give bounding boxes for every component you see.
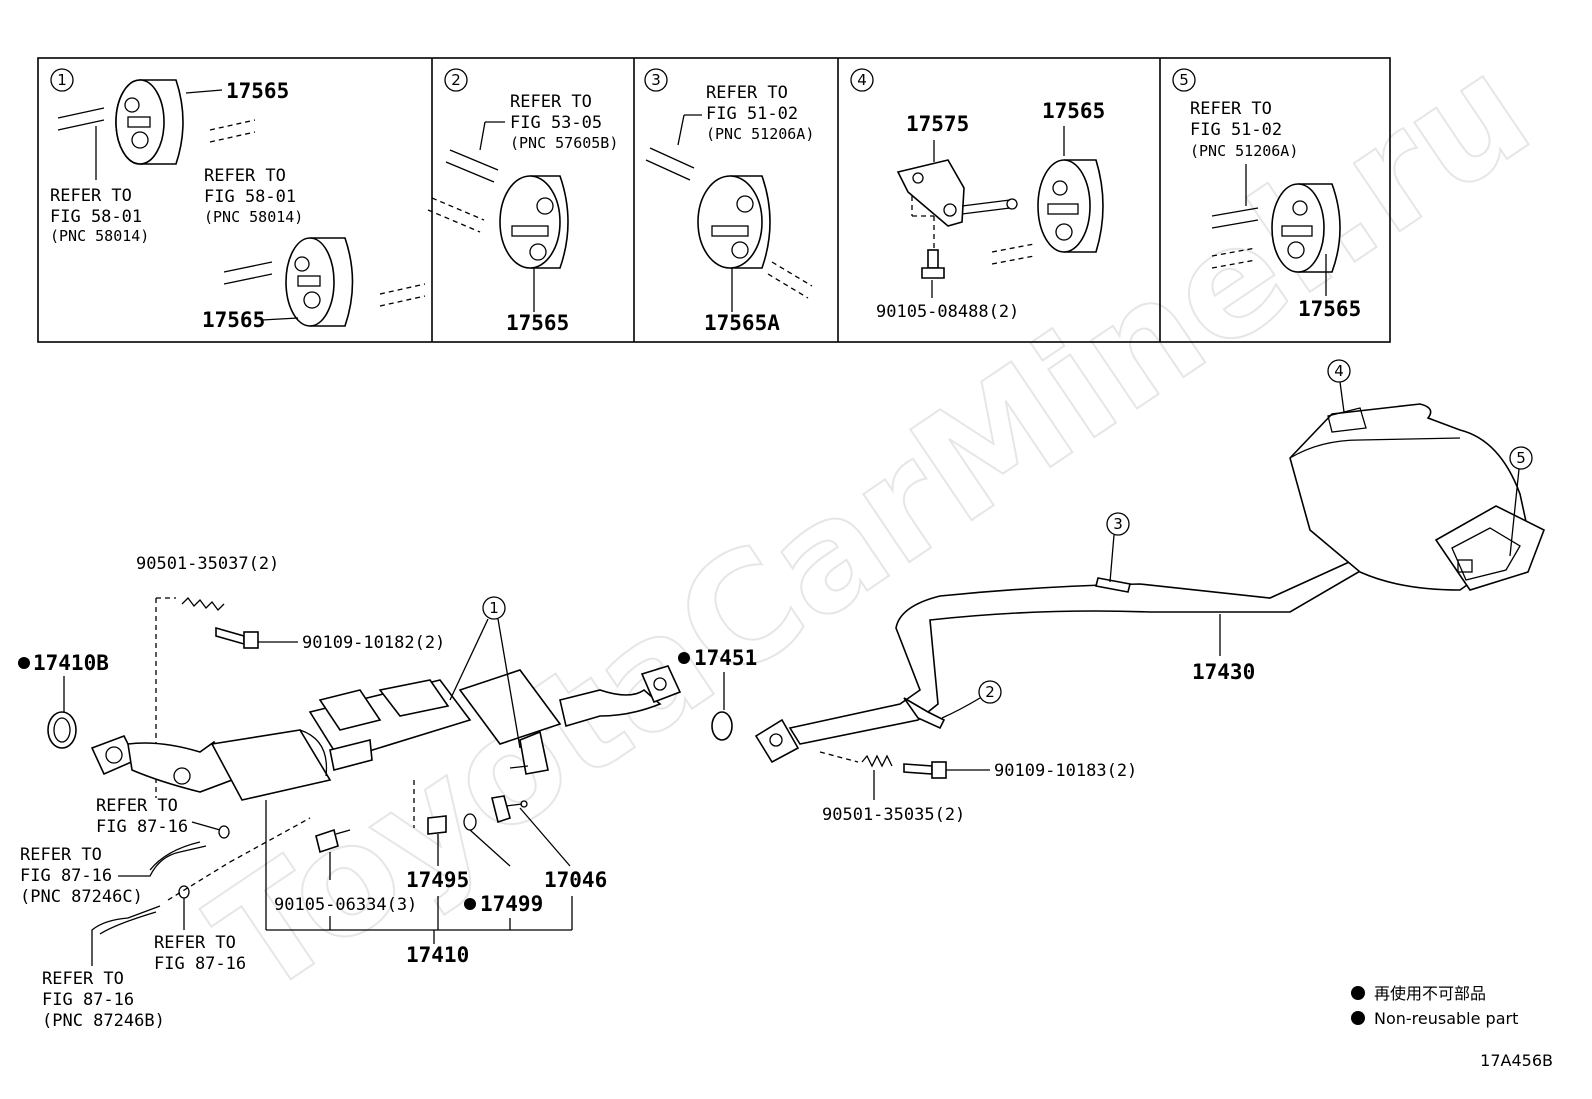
rear-exhaust-assembly: 2 3 4 5 17430 90109-10183(2) 90501-35035… bbox=[754, 359, 1546, 825]
flange-icon bbox=[640, 665, 682, 704]
label-part: 17565 bbox=[1298, 297, 1361, 321]
label-refer-fig: FIG 58-01 bbox=[50, 207, 142, 227]
spring-icon bbox=[861, 754, 893, 768]
label-refer-pnc: (PNC 57605B) bbox=[510, 134, 618, 152]
label-refer-fig: FIG 53-05 bbox=[510, 113, 602, 133]
label-refer: REFER TO bbox=[706, 83, 788, 103]
label-part: 17565 bbox=[506, 311, 569, 335]
label-part: 90501-35037(2) bbox=[136, 554, 279, 574]
label-refer-pnc: (PNC 58014) bbox=[50, 227, 149, 245]
label-part: 90109-10183(2) bbox=[994, 761, 1137, 781]
catalytic-converter-icon bbox=[458, 669, 562, 745]
bracket-icon bbox=[896, 159, 1018, 227]
gasket-icon bbox=[47, 711, 77, 749]
gasket-icon bbox=[711, 711, 733, 741]
bolt-icon bbox=[903, 761, 947, 779]
label-refer-pnc: (PNC 87246C) bbox=[20, 887, 143, 907]
legend-en: Non-reusable part bbox=[1374, 1009, 1518, 1028]
sensor-icon bbox=[491, 795, 528, 824]
panel-number: 2 bbox=[451, 71, 461, 89]
label-part: 17565 bbox=[1042, 99, 1105, 123]
label-part: 17495 bbox=[406, 868, 469, 892]
label-refer-fig: FIG 51-02 bbox=[1190, 120, 1282, 140]
label-part: 17565 bbox=[202, 308, 265, 332]
panel-number: 4 bbox=[857, 71, 867, 89]
flange-icon bbox=[754, 718, 800, 764]
figure-code: 17A456B bbox=[1480, 1051, 1553, 1070]
label-refer: REFER TO bbox=[154, 933, 236, 953]
panel-frame bbox=[37, 57, 1391, 343]
rubber-hanger-icon bbox=[1037, 159, 1104, 253]
label-refer: REFER TO bbox=[42, 969, 124, 989]
label-refer-pnc: (PNC 51206A) bbox=[706, 125, 814, 143]
bolt-icon bbox=[215, 626, 259, 649]
label-part: 17499 bbox=[480, 892, 543, 916]
rubber-hanger-icon bbox=[499, 175, 569, 269]
non-reusable-dot bbox=[1351, 1011, 1365, 1025]
callout-number: 5 bbox=[1516, 449, 1526, 467]
non-reusable-dot bbox=[18, 657, 30, 669]
non-reusable-dot bbox=[464, 898, 476, 910]
label-refer: REFER TO bbox=[50, 186, 132, 206]
label-part: 17410 bbox=[406, 943, 469, 967]
callout-number: 1 bbox=[489, 599, 499, 617]
rubber-hanger-icon bbox=[115, 79, 184, 165]
label-refer-fig: FIG 87-16 bbox=[154, 954, 246, 974]
panel-number: 1 bbox=[57, 71, 67, 89]
panel-4: 4 17575 17565 90105-08488(2) bbox=[850, 68, 1105, 322]
label-part: 90105-08488(2) bbox=[876, 302, 1019, 322]
panel-number: 5 bbox=[1179, 71, 1189, 89]
label-part: 90501-35035(2) bbox=[822, 805, 965, 825]
label-part: 17451 bbox=[694, 646, 757, 670]
non-reusable-dot bbox=[1351, 986, 1365, 1000]
catalytic-converter-icon bbox=[210, 729, 332, 801]
label-refer-pnc: (PNC 87246B) bbox=[42, 1011, 165, 1031]
non-reusable-dot bbox=[678, 652, 690, 664]
label-part: 17410B bbox=[33, 651, 109, 675]
rubber-hanger-icon bbox=[697, 175, 771, 269]
label-part: 17430 bbox=[1192, 660, 1255, 684]
panel-number: 3 bbox=[651, 71, 661, 89]
label-refer-fig: FIG 51-02 bbox=[706, 104, 798, 124]
label-part: 17046 bbox=[544, 868, 607, 892]
legend-jp: 再使用不可部品 bbox=[1374, 984, 1486, 1003]
bolt-icon bbox=[315, 828, 351, 854]
label-refer-pnc: (PNC 51206A) bbox=[1190, 142, 1298, 160]
label-part: 17565A bbox=[704, 311, 780, 335]
label-refer: REFER TO bbox=[96, 796, 178, 816]
spring-icon bbox=[181, 597, 225, 611]
label-part: 90105-06334(3) bbox=[274, 895, 417, 915]
callout-number: 3 bbox=[1113, 515, 1123, 533]
callout-number: 2 bbox=[985, 683, 995, 701]
label-part: 17565 bbox=[226, 79, 289, 103]
sensor-icon bbox=[427, 815, 447, 835]
label-refer-fig: FIG 87-16 bbox=[42, 990, 134, 1010]
label-refer-fig: FIG 87-16 bbox=[20, 866, 112, 886]
label-refer-fig: FIG 87-16 bbox=[96, 817, 188, 837]
label-part: 90109-10182(2) bbox=[302, 633, 445, 653]
bolt-icon bbox=[921, 249, 945, 279]
label-refer: REFER TO bbox=[510, 92, 592, 112]
callout-number: 4 bbox=[1334, 362, 1344, 380]
label-refer: REFER TO bbox=[20, 845, 102, 865]
panel-5: 5 REFER TO FIG 51-02 (PNC 51206A) 17565 bbox=[1172, 68, 1361, 321]
label-part: 17575 bbox=[906, 112, 969, 136]
label-refer-pnc: (PNC 58014) bbox=[204, 208, 303, 226]
panel-1: 1 17565 REFER TO FIG 58-01 (PNC 58014) R… bbox=[50, 68, 426, 332]
rubber-hanger-icon bbox=[1271, 183, 1341, 273]
label-refer-fig: FIG 58-01 bbox=[204, 187, 296, 207]
rubber-hanger-icon bbox=[285, 237, 354, 327]
legend: 再使用不可部品 Non-reusable part bbox=[1351, 984, 1518, 1028]
panel-2: 2 REFER TO FIG 53-05 (PNC 57605B) 17565 bbox=[427, 68, 618, 335]
label-refer: REFER TO bbox=[204, 166, 286, 186]
label-refer: REFER TO bbox=[1190, 99, 1272, 119]
front-exhaust-assembly: 90501-35037(2) 90109-10182(2) 17410B 1 bbox=[18, 554, 757, 1031]
panel-3: 3 REFER TO FIG 51-02 (PNC 51206A) 17565A bbox=[644, 68, 814, 335]
